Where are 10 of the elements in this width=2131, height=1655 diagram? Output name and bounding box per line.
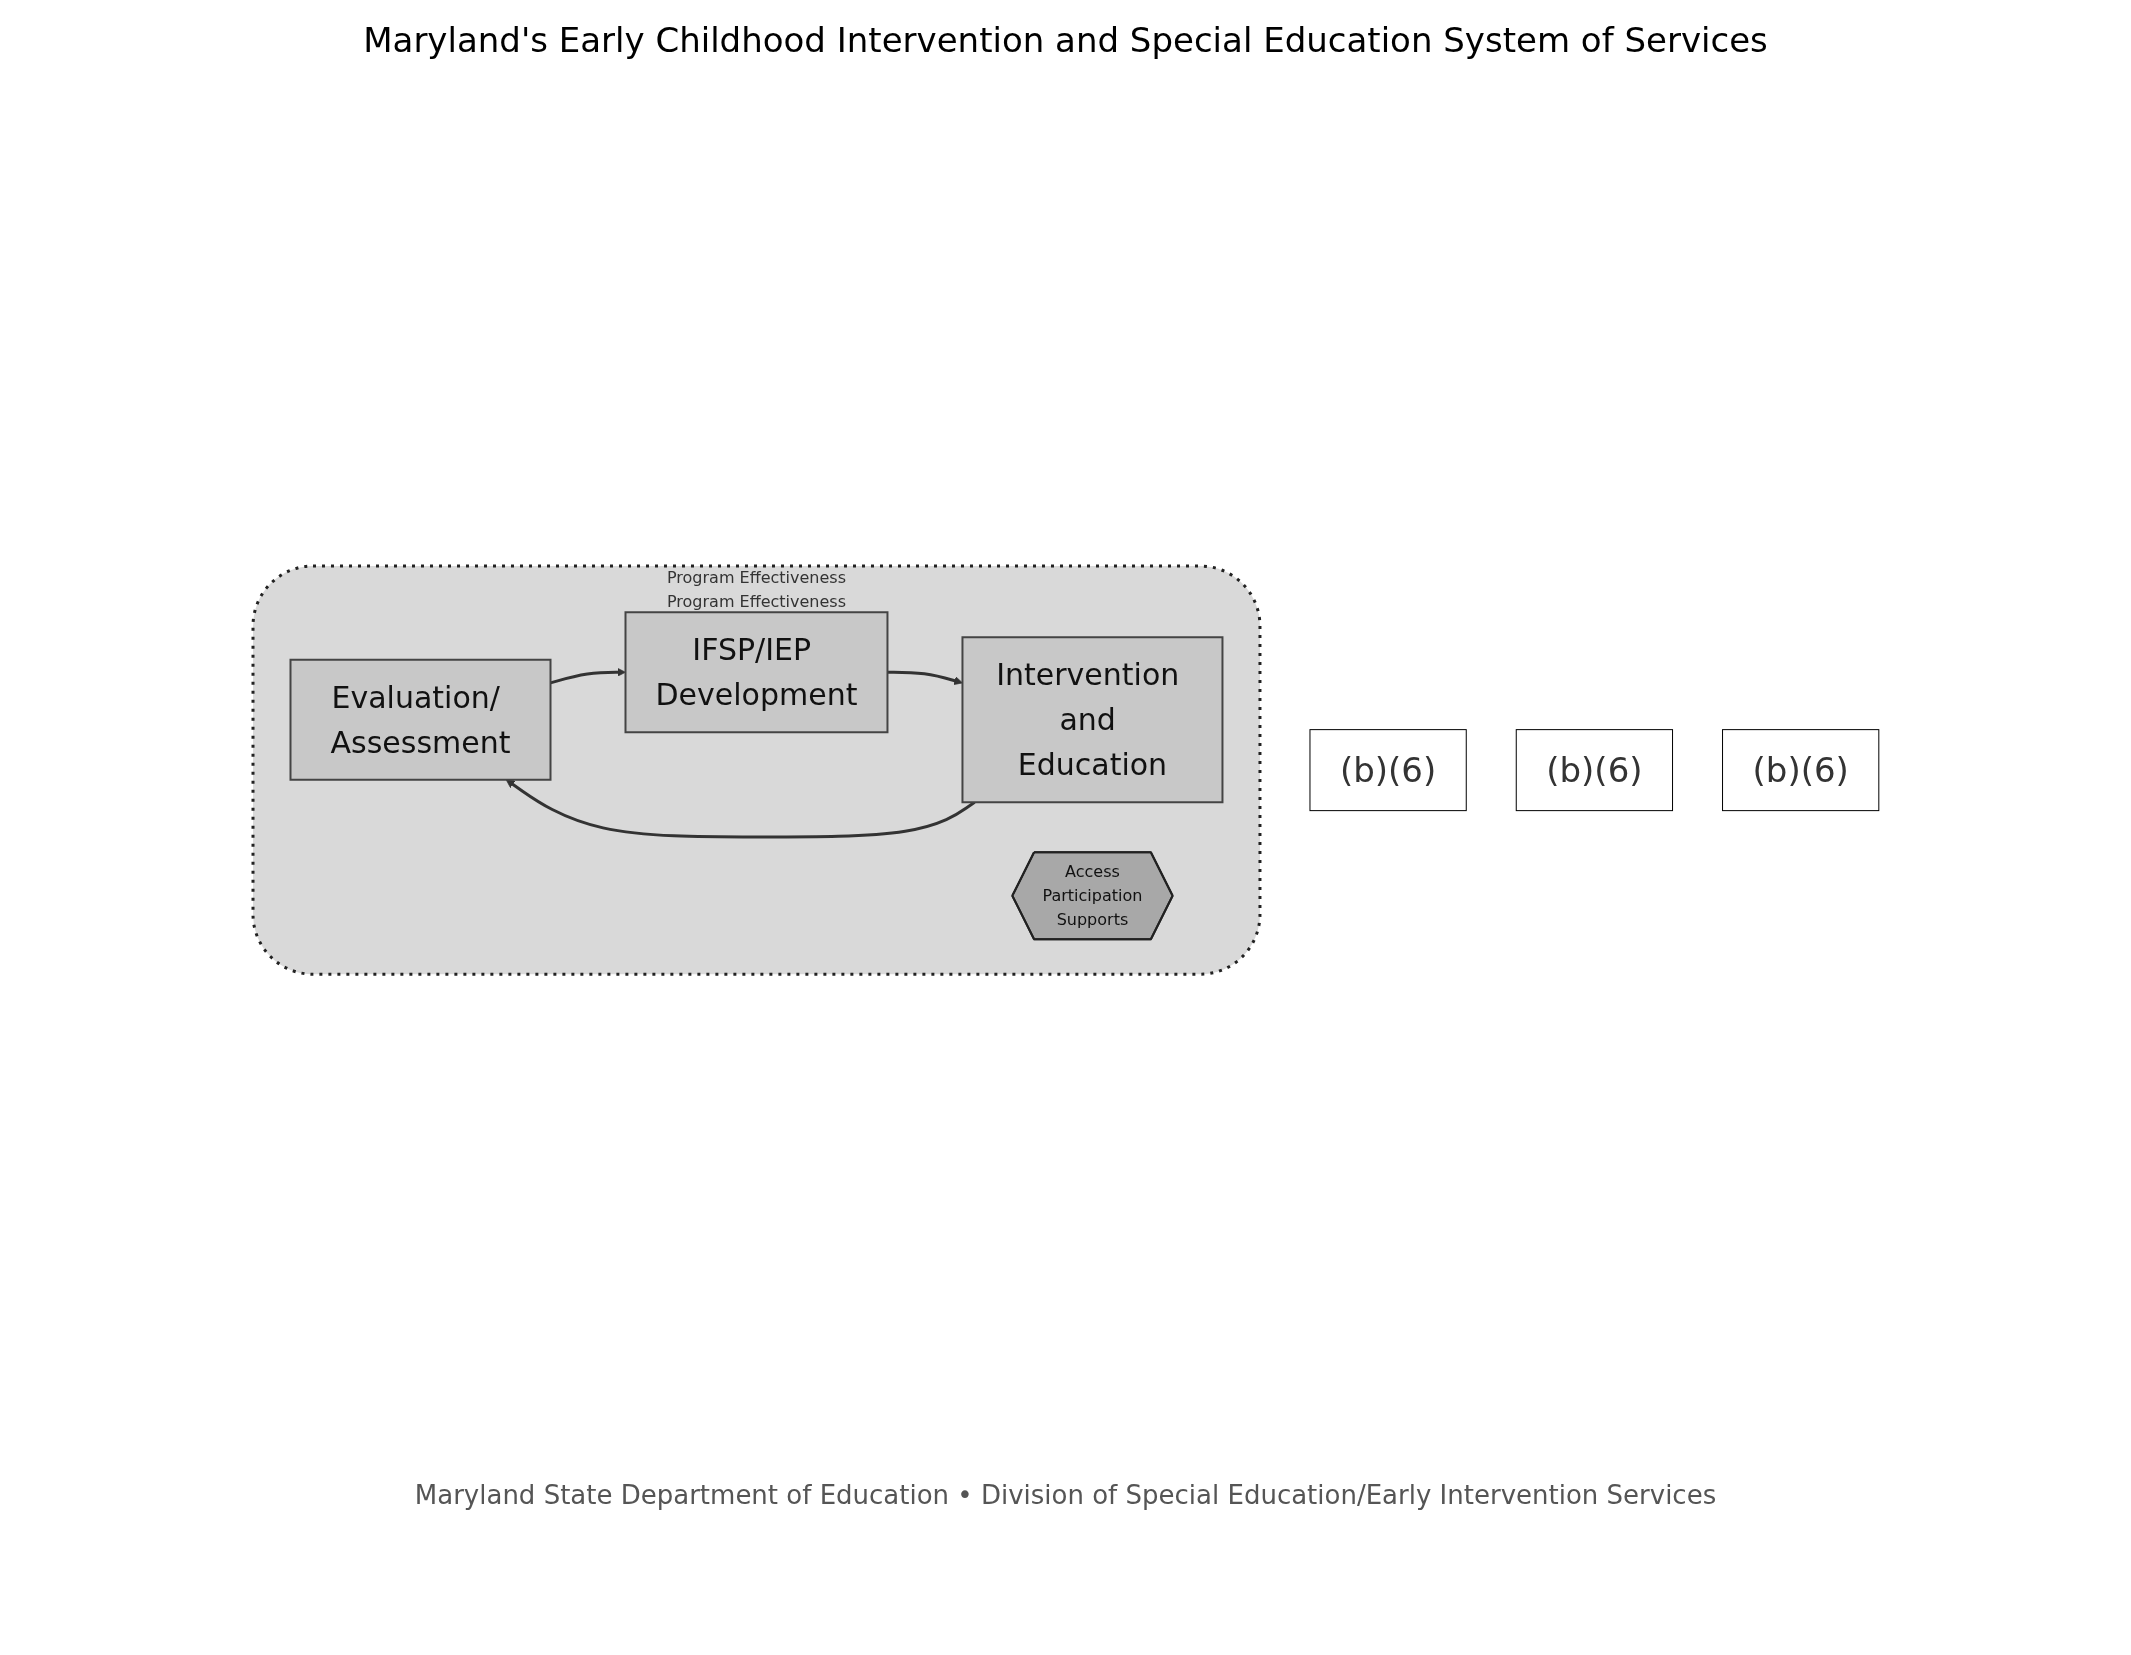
caption: Maryland State Department of Education • Division of Special Education/Early Intervention Services — [413, 1480, 1718, 1510]
node-box: (b)(6) — [1309, 729, 1467, 811]
arrow — [505, 779, 976, 839]
node-box: (b)(6) — [1515, 729, 1673, 811]
node-box: (b)(6) — [1721, 729, 1879, 811]
diagram-title: Maryland's Early Childhood Intervention and Special Education System of Services — [362, 20, 1769, 60]
node-box: Intervention and Education — [961, 636, 1224, 804]
node-box: IFSP/IEP Development — [624, 611, 889, 734]
arrow — [887, 670, 963, 685]
node-box: Evaluation/ Assessment — [289, 658, 552, 781]
